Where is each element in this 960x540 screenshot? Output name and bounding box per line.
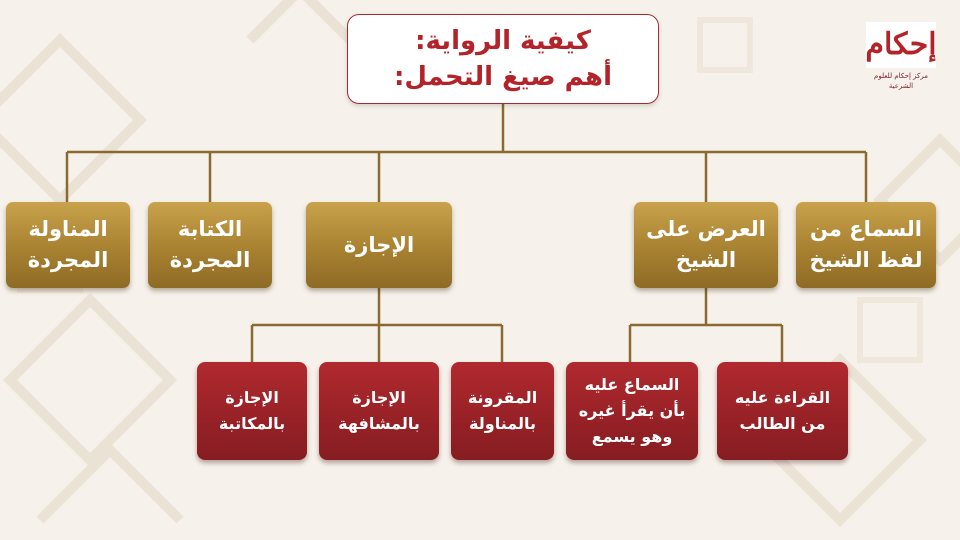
diagram-title-box: كيفية الرواية: أهم صيغ التحمل:: [347, 14, 659, 104]
node-sama-line2: لفظ الشيخ: [809, 248, 923, 272]
node-samaalayh-line2: بأن يقرأ غيره: [578, 401, 686, 420]
node-kitaba-line2: المجردة: [169, 248, 251, 272]
node-maqruna-line1: المقرونة: [467, 388, 538, 407]
node-qiraa-line2: من الطالب: [739, 414, 826, 433]
node-ijaza: الإجازة: [306, 202, 452, 288]
diagram-title-line2: أهم صيغ التحمل:: [394, 62, 612, 92]
node-munawala: المناولة المجردة: [6, 202, 130, 288]
logo-wordmark: إحكام: [865, 27, 937, 62]
brand-logo: إحكام مركز إحكام للعلوم الشرعية: [865, 22, 937, 92]
node-mukataba-line1: الإجازة: [225, 388, 279, 407]
node-sama-line1: السماع من: [810, 217, 922, 241]
node-munawala-line1: المناولة: [28, 217, 108, 241]
logo-subtitle: مركز إحكام للعلوم الشرعية: [874, 72, 928, 90]
node-qiraa-line1: القراءة عليه: [734, 388, 831, 407]
node-maqruna-line2: بالمناولة: [469, 414, 536, 433]
node-kitaba: الكتابة المجردة: [148, 202, 272, 288]
node-samaalayh-line3: وهو يسمع: [591, 427, 673, 446]
node-mukataba-line2: بالمكاتبة: [218, 414, 286, 433]
node-ard-line1: العرض على: [646, 217, 766, 241]
node-samaalayh: السماع عليه بأن يقرأ غيره وهو يسمع: [566, 362, 698, 460]
node-qiraa: القراءة عليه من الطالب: [717, 362, 848, 460]
node-mushafaha-line2: بالمشافهة: [338, 414, 420, 433]
node-kitaba-line1: الكتابة: [177, 217, 243, 241]
node-mukataba: الإجازة بالمكاتبة: [197, 362, 307, 460]
logo-mark: إحكام: [865, 22, 937, 68]
node-ard: العرض على الشيخ: [634, 202, 778, 288]
node-mushafaha-line1: الإجازة: [352, 388, 406, 407]
node-munawala-line2: المجردة: [27, 248, 109, 272]
node-sama: السماع من لفظ الشيخ: [796, 202, 936, 288]
node-ard-line2: الشيخ: [675, 248, 737, 272]
diagram-title-line1: كيفية الرواية:: [415, 26, 591, 56]
node-samaalayh-line1: السماع عليه: [584, 375, 680, 394]
node-ijaza-line1: الإجازة: [343, 232, 415, 257]
node-mushafaha: الإجازة بالمشافهة: [319, 362, 439, 460]
node-maqruna: المقرونة بالمناولة: [451, 362, 554, 460]
